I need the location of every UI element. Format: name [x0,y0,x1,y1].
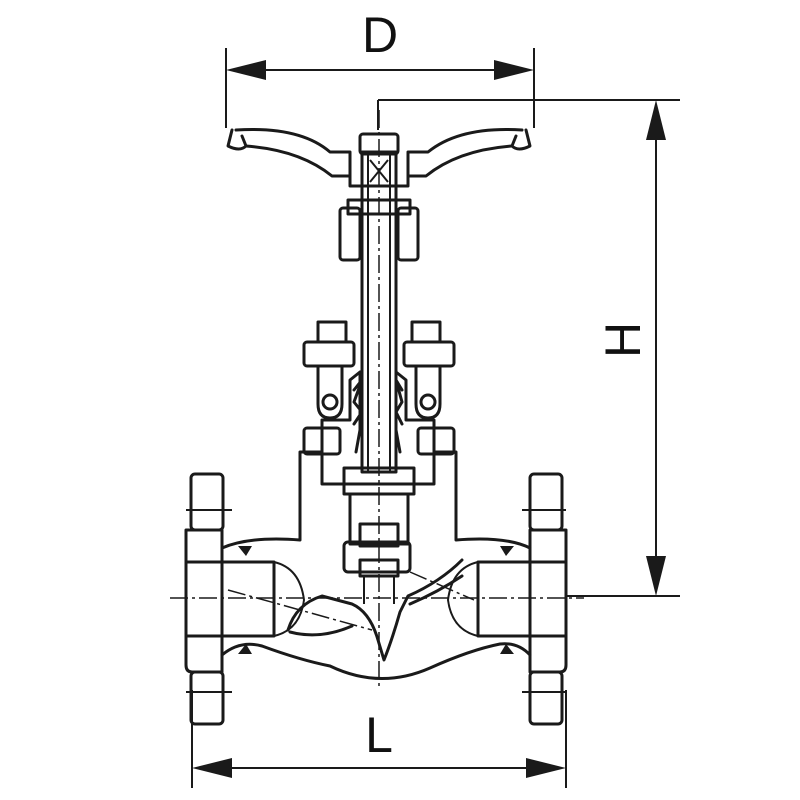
dimension-h: H [377,99,680,597]
center-lines [170,110,584,690]
arrowhead-l-left [192,758,232,778]
arrowhead-d-right [494,60,534,80]
dimension-d: D [225,7,535,128]
dimension-h-label: H [595,322,651,358]
arrowhead-h-bottom [646,556,666,596]
arrowhead-d-left [226,60,266,80]
valve-body [184,450,568,726]
dimension-d-label: D [362,7,398,63]
bonnet [302,320,456,604]
dimension-l: L [191,690,567,788]
arrowhead-l-right [526,758,566,778]
arrowhead-h-top [646,100,666,140]
dimension-l-label: L [365,707,393,763]
